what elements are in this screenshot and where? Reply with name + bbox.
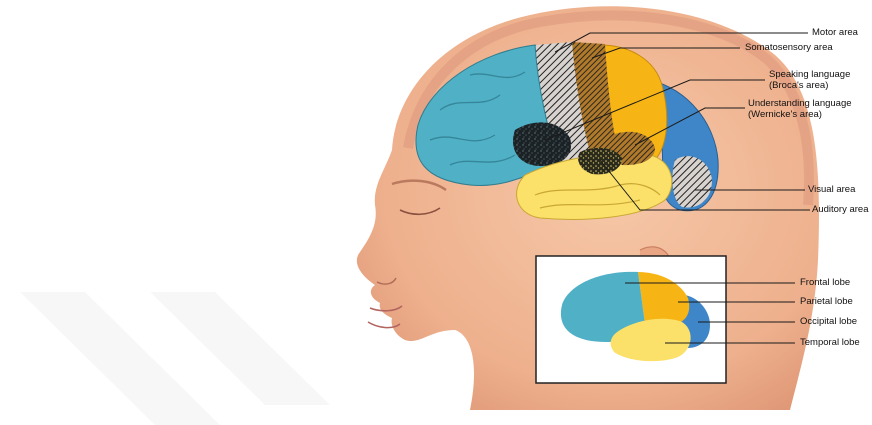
auditory-area-label: Auditory area — [812, 204, 869, 215]
speaking-language-line2: (Broca's area) — [769, 80, 850, 91]
speaking-language-line1: Speaking language — [769, 69, 850, 80]
understanding-language-line2: (Wernicke's area) — [748, 109, 852, 120]
lobes-inset — [536, 256, 726, 383]
motor-area-label: Motor area — [812, 27, 858, 38]
understanding-language-line1: Understanding language — [748, 98, 852, 109]
somatosensory-area-label: Somatosensory area — [745, 42, 833, 53]
speaking-language-label: Speaking language (Broca's area) — [769, 69, 850, 91]
visual-area-label: Visual area — [808, 184, 855, 195]
parietal-lobe-label: Parietal lobe — [800, 296, 853, 307]
temporal-lobe-label: Temporal lobe — [800, 337, 860, 348]
understanding-language-label: Understanding language (Wernicke's area) — [748, 98, 852, 120]
watermark — [20, 292, 330, 425]
frontal-lobe-label: Frontal lobe — [800, 277, 850, 288]
occipital-lobe-label: Occipital lobe — [800, 316, 857, 327]
